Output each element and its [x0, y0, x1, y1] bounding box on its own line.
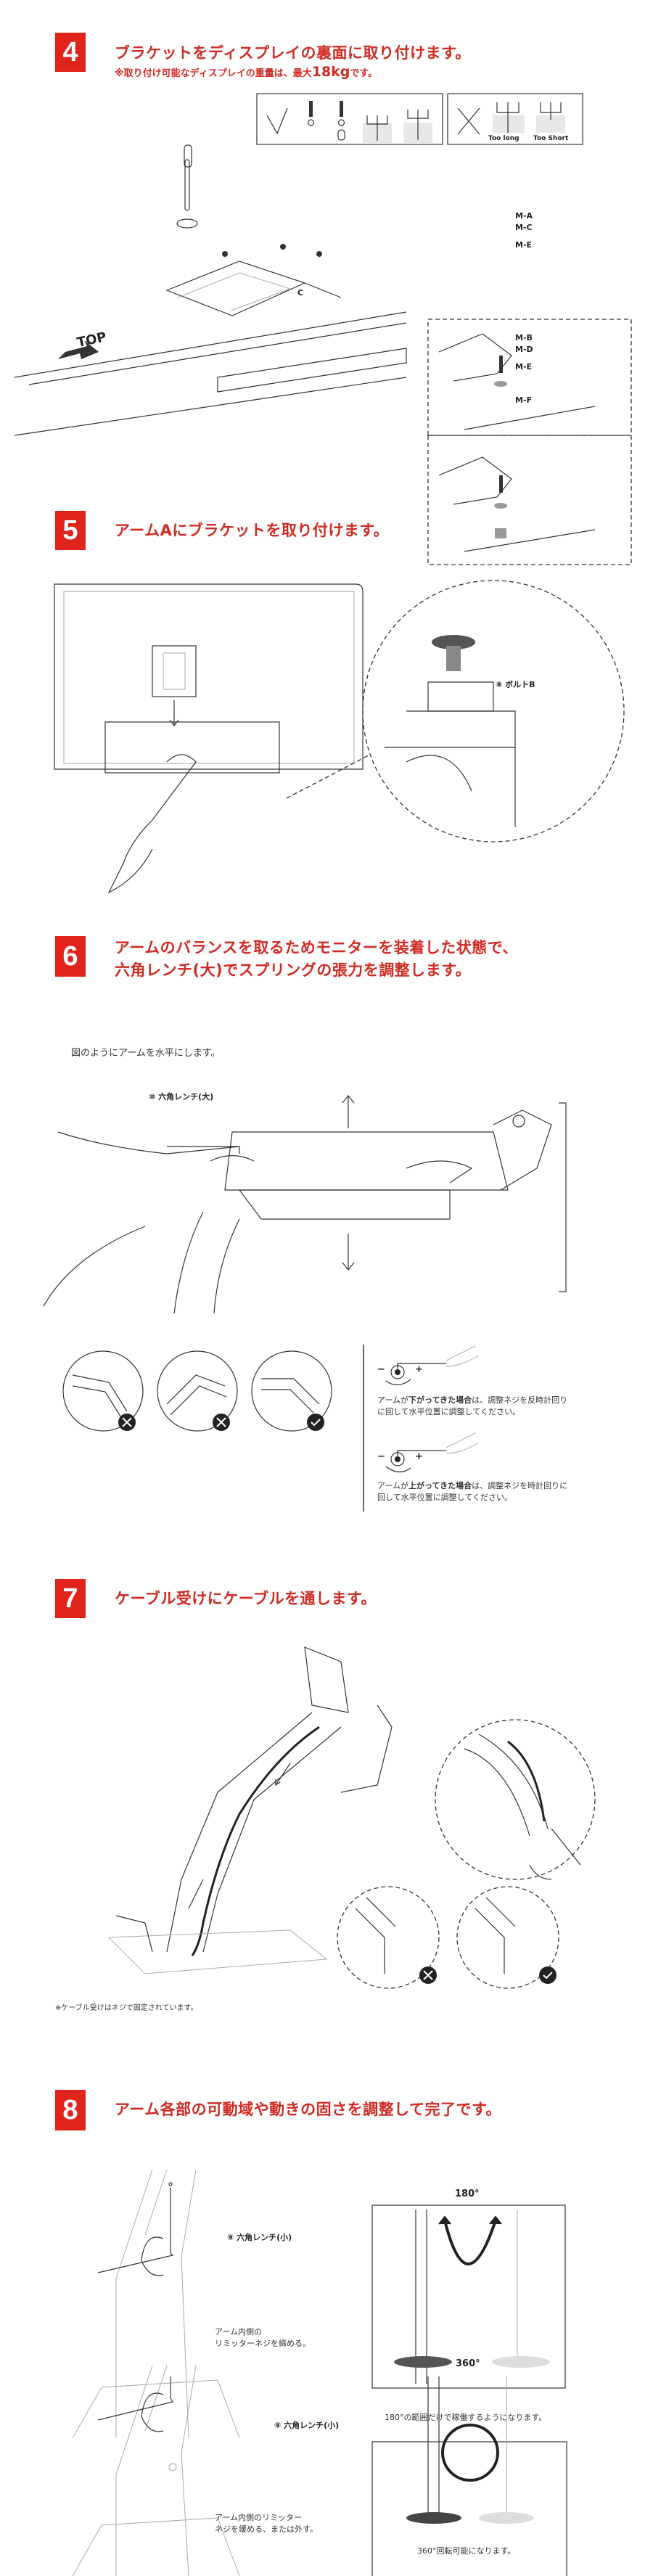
title-line: アームのバランスを取るためモニターを装着した状態で、	[115, 939, 518, 956]
screw-icon	[307, 101, 315, 126]
part-label: M-D	[515, 345, 533, 354]
angle-360-label: 360°	[456, 2358, 480, 2369]
minus-sign: −	[377, 1364, 385, 1375]
part-label: M-E	[515, 240, 533, 250]
step-8-title: アーム各部の可動域や動きの固さを調整して完了です。	[115, 2101, 501, 2118]
zoom-callout	[362, 580, 625, 842]
step-6-illustration	[43, 1095, 567, 1314]
large-wrench-label: ⑩ 六角レンチ(大)	[149, 1092, 214, 1102]
step-6-badge: 6	[55, 936, 86, 977]
bracket-label: C	[297, 288, 304, 298]
note-text: ※取り付け可能なディスプレイの重量は、最大	[115, 68, 312, 79]
text-line: アーム内側のリミッター	[215, 2513, 303, 2522]
screwdriver-icon	[184, 159, 190, 211]
tighten-limiter-text: アーム内側の リミッターネジを締める。	[215, 2326, 311, 2350]
step-4-title: ブラケットをディスプレイの裏面に取り付けます。	[115, 44, 471, 62]
limiter-loosen-illustration	[72, 2365, 240, 2576]
arm-down-instruction: アームが下がってきた場合は、調整ネジを反時計回りに回して水平位置に調整してくださ…	[377, 1395, 573, 1418]
bolt-icon	[432, 635, 475, 649]
screwdriver-icon	[551, 1828, 581, 1866]
hand-right	[406, 1160, 473, 1184]
part-label: M-E	[515, 362, 533, 372]
part-label: M-B	[515, 333, 533, 342]
text-line: ネジを緩める、または外す。	[215, 2524, 318, 2534]
rotation-360-diagram	[371, 2376, 567, 2576]
instruction-text: 図のようにアームを水平にします。	[71, 1048, 221, 1059]
text: は、調整ネジを時計回りに回して水平位置に調整してください。	[377, 1481, 568, 1502]
hand-left	[57, 1131, 240, 1154]
part-label: M-F	[515, 395, 533, 405]
arm-up-instruction: アームが上がってきた場合は、調整ネジを時計回りに回して水平位置に調整してください…	[377, 1480, 573, 1504]
down-arrow-icon	[342, 1234, 355, 1271]
step-7-title: ケーブル受けにケーブルを通します。	[115, 1590, 377, 1607]
incorrect-screw-box	[447, 93, 583, 145]
text-line: リミッターネジを締める。	[215, 2339, 311, 2348]
screw-icon	[337, 101, 345, 141]
plus-sign: +	[415, 1451, 423, 1462]
too-short-label: Too Short	[533, 135, 569, 142]
small-wrench-label-2: ⑨ 六角レンチ(小)	[274, 2421, 340, 2430]
up-arrow-icon	[342, 1095, 355, 1128]
step-6-title: アームのバランスを取るためモニターを装着した状態で、 六角レンチ(大)でスプリン…	[115, 937, 518, 982]
caption-360: 360°回転可能になります。	[417, 2546, 516, 2556]
step-5-illustration	[54, 580, 625, 894]
rotation-180-diagram	[371, 2204, 566, 2389]
note-suffix: です。	[350, 68, 378, 79]
limiter-tighten-illustration	[72, 2169, 240, 2439]
too-long-label: Too long	[488, 135, 519, 142]
part-label: M-A	[515, 211, 533, 221]
detail-1-parts: M-A M-C M-E	[515, 210, 533, 251]
step-7-badge: 7	[55, 1579, 86, 1618]
angle-180-label: 180°	[455, 2189, 480, 2199]
zoom-callout	[435, 1719, 596, 1880]
counterclockwise-adjust-icon	[385, 1345, 480, 1386]
plus-sign: +	[415, 1364, 423, 1375]
minus-sign: −	[377, 1451, 385, 1462]
step-4-badge: 4	[55, 33, 86, 72]
step-4-illustration	[14, 144, 632, 565]
max-weight: 18kg	[311, 64, 350, 80]
step-4-note: ※取り付け可能なディスプレイの重量は、最大18kgです。	[115, 64, 377, 80]
arm-too-high-example	[157, 1350, 238, 1432]
arm-angle-examples	[62, 1350, 332, 1432]
correct-screw-box	[256, 93, 443, 145]
divider-line	[363, 1345, 364, 1511]
step-8-badge: 8	[55, 2090, 86, 2130]
hex-wrench-icon	[167, 1146, 240, 1154]
emphasis: 上がってきた場合	[408, 1481, 472, 1490]
detail-2-parts: M-B M-D M-E M-F	[515, 332, 533, 406]
small-hex-wrench-icon	[97, 2188, 174, 2273]
step-7-illustration	[107, 1646, 596, 1989]
text-line: アーム内側の	[215, 2327, 263, 2337]
small-wrench-label-1: ⑨ 六角レンチ(小)	[227, 2233, 292, 2242]
text: アームが	[377, 1481, 409, 1490]
clockwise-adjust-icon	[385, 1432, 480, 1473]
step-5-title: アームAにブラケットを取り付けます。	[115, 522, 390, 539]
top-arrow-icon	[58, 340, 99, 359]
emphasis: 下がってきた場合	[408, 1395, 472, 1405]
text: アームが	[377, 1395, 409, 1405]
arm-too-low-example	[62, 1350, 144, 1432]
vesa-bracket	[152, 645, 197, 697]
text: は、調整ネジを反時計回りに回して水平位置に調整してください。	[377, 1395, 568, 1416]
cable	[191, 1726, 320, 1956]
loosen-limiter-text: アーム内側のリミッター ネジを緩める、または外す。	[215, 2512, 318, 2535]
step-5-badge: 5	[55, 511, 86, 550]
cable-holder-note: ※ケーブル受けはネジで固定されています。	[55, 2004, 198, 2012]
arm-level-example	[251, 1350, 332, 1432]
part-label: M-C	[515, 223, 533, 232]
small-hex-wrench-icon	[97, 2376, 173, 2421]
rotation-arrow-icon	[441, 2424, 499, 2482]
title-line: 六角レンチ(大)でスプリングの張力を調整します。	[115, 961, 472, 979]
rotation-arrow-icon	[443, 2220, 497, 2265]
bolt-b-label: ⑧ ボルトB	[496, 680, 535, 689]
